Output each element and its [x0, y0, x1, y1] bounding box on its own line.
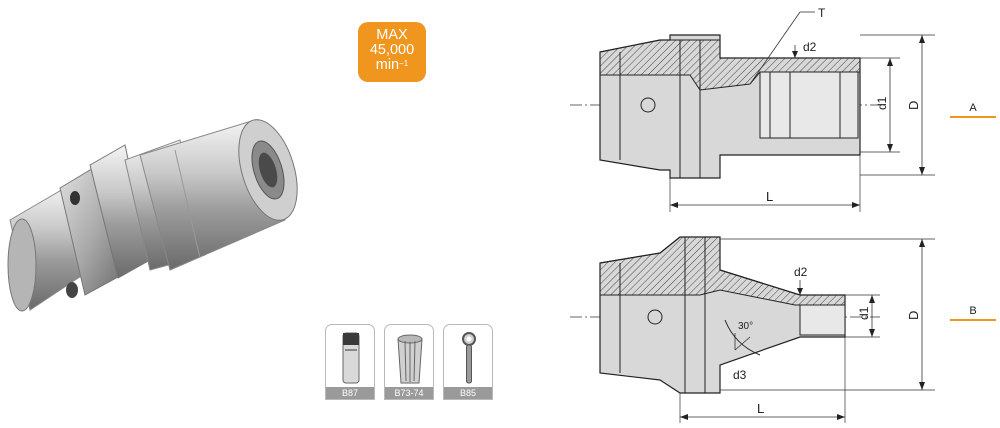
label-d2: d2 [794, 265, 808, 279]
accessory-card-b87[interactable]: B87 [325, 324, 375, 400]
type-tag-a: A [950, 102, 996, 122]
badge-max-label: MAX [376, 27, 408, 43]
label-d1: d1 [857, 306, 871, 320]
label-d1: d1 [875, 96, 889, 110]
accessory-label: B87 [326, 387, 374, 399]
label-l: L [757, 401, 764, 416]
type-tag-label: B [969, 305, 977, 317]
accessory-label: B73-74 [385, 387, 433, 399]
label-angle: 30° [738, 321, 753, 332]
max-speed-badge: MAX 45,000 min−1 [358, 22, 426, 82]
technical-drawing-b: d2 30° d3 d1 D L [570, 236, 935, 423]
type-tag-underline [950, 319, 996, 321]
badge-unit: min−1 [358, 58, 426, 73]
type-tag-b: B [950, 305, 996, 325]
badge-speed-value: 45,000 [369, 42, 415, 58]
collet-chuck-icon [342, 332, 360, 384]
collet-icon [397, 334, 423, 384]
type-tag-underline [950, 116, 996, 118]
label-d2: d2 [803, 40, 817, 54]
label-l: L [766, 189, 773, 204]
accessory-card-b73-74[interactable]: B73-74 [384, 324, 434, 400]
type-tag-label: A [969, 102, 977, 114]
label-d: D [906, 311, 921, 320]
label-d: D [906, 101, 921, 110]
badge-unit-text: min [375, 57, 400, 73]
tool-holder-photo [7, 119, 298, 312]
label-t: T [818, 6, 826, 20]
label-d3: d3 [733, 368, 747, 382]
accessory-label: B85 [444, 387, 492, 399]
badge-unit-sup: −1 [399, 59, 409, 68]
wrench-icon [462, 332, 476, 384]
technical-drawing-a: T d2 d1 D L [570, 6, 935, 212]
accessory-card-b85[interactable]: B85 [443, 324, 493, 400]
